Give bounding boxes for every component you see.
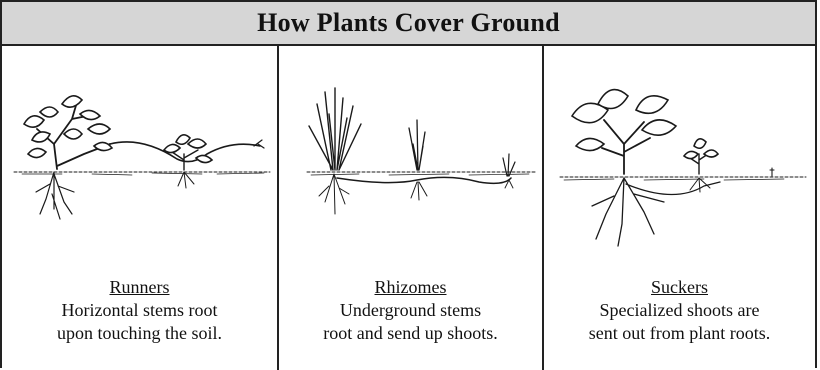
runners-caption: Runners Horizontal stems root upon touch… [2, 276, 277, 345]
panel-rhizomes: Rhizomes Underground stems root and send… [277, 46, 542, 370]
rhizomes-caption: Rhizomes Underground stems root and send… [279, 276, 542, 345]
rhizomes-desc-line1: Underground stems [279, 299, 542, 322]
suckers-desc-line1: Specialized shoots are [544, 299, 815, 322]
rhizomes-label: Rhizomes [279, 276, 542, 299]
runners-desc-line2: upon touching the soil. [2, 322, 277, 345]
rhizomes-illustration [279, 74, 542, 274]
title-bar: How Plants Cover Ground [2, 2, 815, 46]
suckers-caption: Suckers Specialized shoots are sent out … [544, 276, 815, 345]
suckers-illustration [544, 74, 815, 274]
runners-desc-line1: Horizontal stems root [2, 299, 277, 322]
suckers-desc-line2: sent out from plant roots. [544, 322, 815, 345]
runners-illustration [2, 74, 277, 274]
diagram-title: How Plants Cover Ground [257, 8, 560, 38]
runners-label: Runners [2, 276, 277, 299]
panel-suckers: Suckers Specialized shoots are sent out … [542, 46, 815, 370]
rhizomes-desc-line2: root and send up shoots. [279, 322, 542, 345]
panel-runners: Runners Horizontal stems root upon touch… [2, 46, 277, 370]
suckers-label: Suckers [544, 276, 815, 299]
